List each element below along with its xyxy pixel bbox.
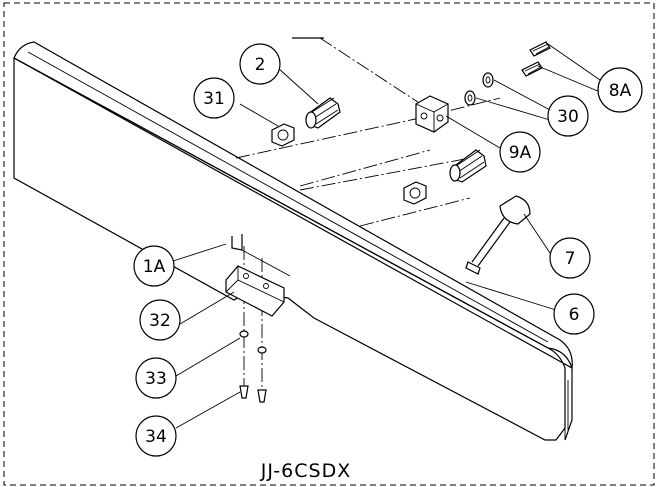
part-8a-screws: [521, 41, 551, 77]
callout-8a: 8A: [597, 67, 643, 113]
callout-6-label: 6: [569, 305, 580, 325]
part-33-washers: [239, 330, 267, 354]
centerline-diagonal: [319, 37, 431, 111]
callout-1a-label: 1A: [143, 257, 166, 277]
callout-7-label: 7: [565, 249, 576, 269]
centerline-mid: [299, 157, 471, 191]
callout-34: 34: [135, 415, 177, 457]
callout-31-label: 31: [203, 89, 225, 109]
callout-2: 2: [239, 43, 281, 85]
callout-31: 31: [193, 77, 235, 119]
part-7-handle: [465, 195, 531, 275]
part-2-shaft-lower: [403, 149, 487, 205]
callout-32-label: 32: [149, 311, 171, 331]
part-34-screws: [239, 385, 267, 403]
callout-8a-label: 8A: [609, 81, 632, 101]
leader-lines: [169, 43, 601, 429]
callout-9a-label: 9A: [509, 143, 532, 163]
part-2-shaft: [305, 97, 341, 129]
centerline-low2: [359, 197, 471, 227]
callout-32: 32: [139, 299, 181, 341]
part-30-washers: [464, 72, 494, 106]
callout-6: 6: [553, 293, 595, 335]
callout-30: 30: [547, 95, 589, 137]
callout-30-label: 30: [557, 107, 579, 127]
part-9a-block: [415, 95, 449, 133]
centerline-lower: [299, 149, 431, 187]
model-label: JJ-6CSDX: [260, 460, 351, 482]
callout-33: 33: [135, 357, 177, 399]
callout-33-label: 33: [145, 369, 167, 389]
part-31-nut: [271, 123, 295, 147]
callout-7: 7: [549, 237, 591, 279]
callout-9a: 9A: [499, 131, 541, 173]
callout-1a: 1A: [133, 245, 175, 287]
part-32-bracket: [225, 265, 285, 317]
callout-2-label: 2: [255, 55, 266, 75]
diagram-border: [3, 2, 655, 486]
callout-34-label: 34: [145, 427, 167, 447]
